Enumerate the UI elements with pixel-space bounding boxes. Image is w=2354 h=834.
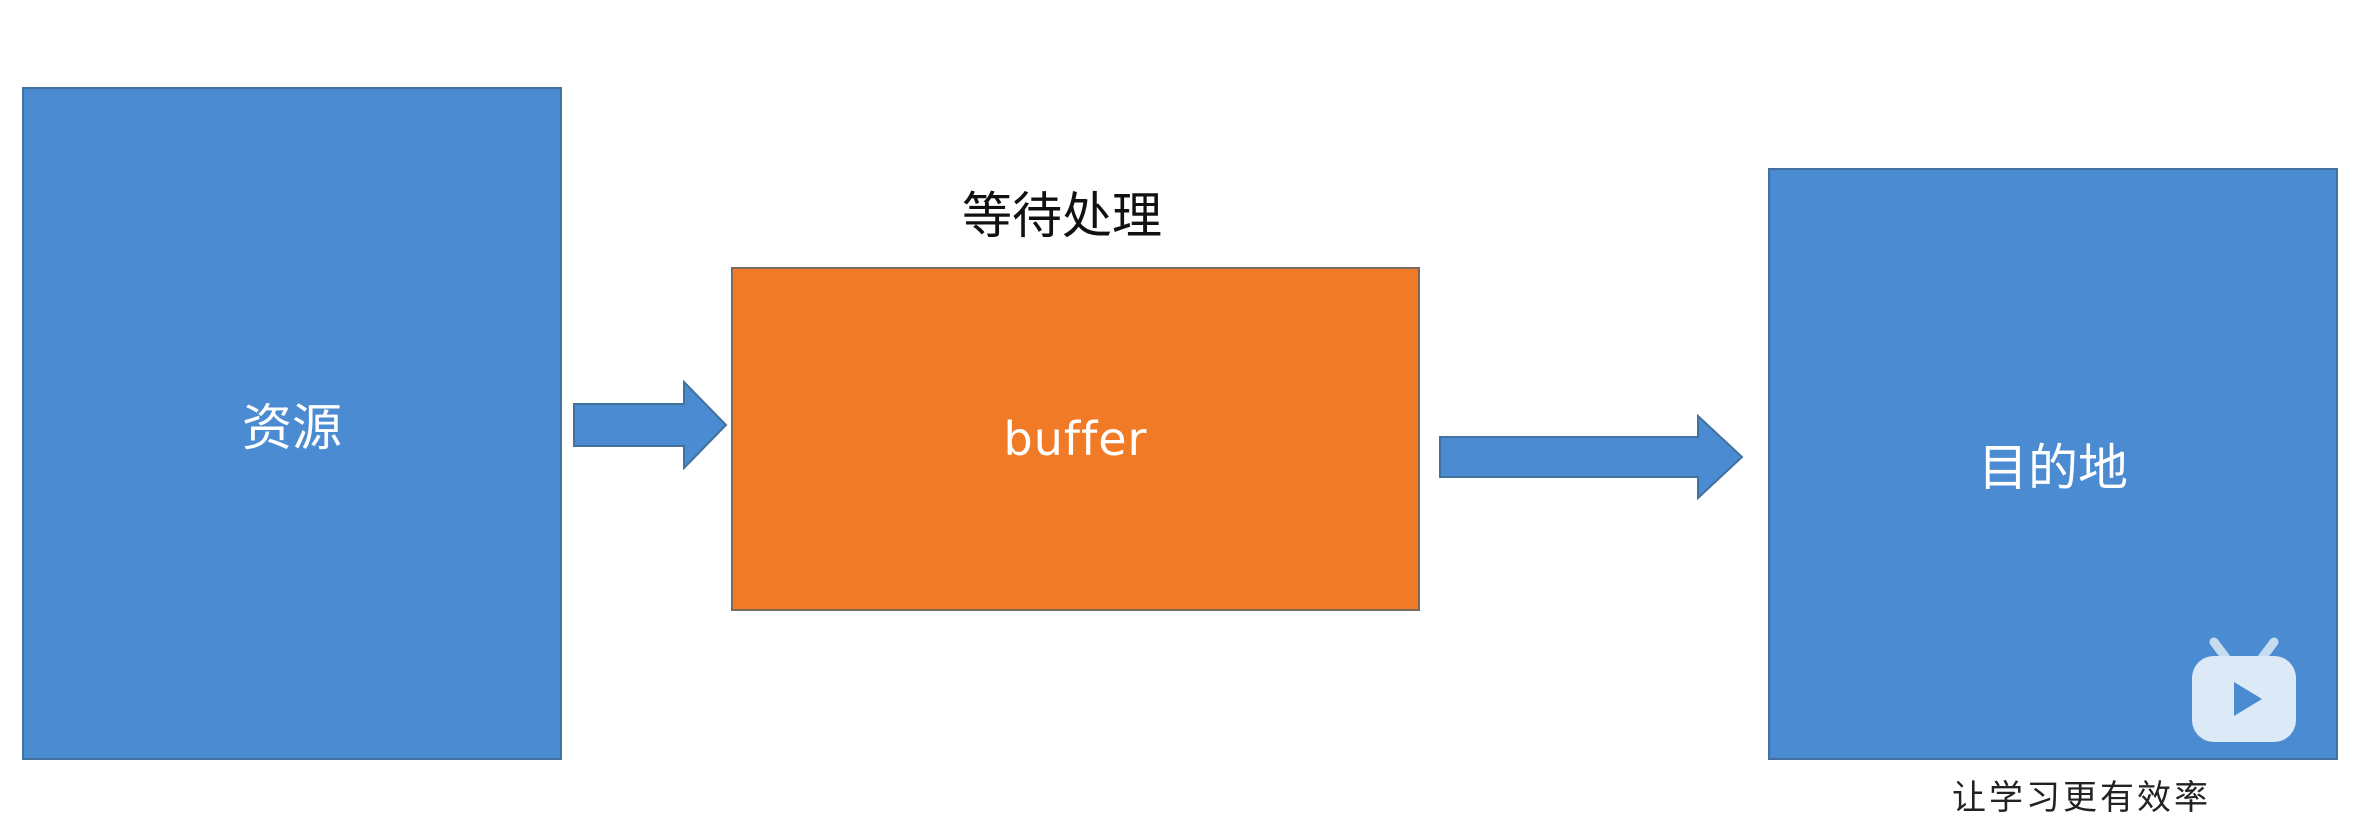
source-box: 资源 (22, 87, 562, 760)
arrow-buffer-to-destination (1439, 414, 1744, 500)
buffer-label: buffer (1003, 412, 1148, 466)
buffer-title: 等待处理 (962, 187, 1162, 245)
destination-label: 目的地 (1978, 439, 2128, 497)
arrow-source-to-buffer (573, 380, 728, 470)
watermark-slogan: 让学习更有效率 (1952, 778, 2211, 818)
buffer-box: buffer (731, 267, 1420, 611)
source-label: 资源 (242, 398, 342, 457)
bilibili-tv-icon (2192, 637, 2296, 742)
destination-box: 目的地 (1768, 168, 2338, 760)
